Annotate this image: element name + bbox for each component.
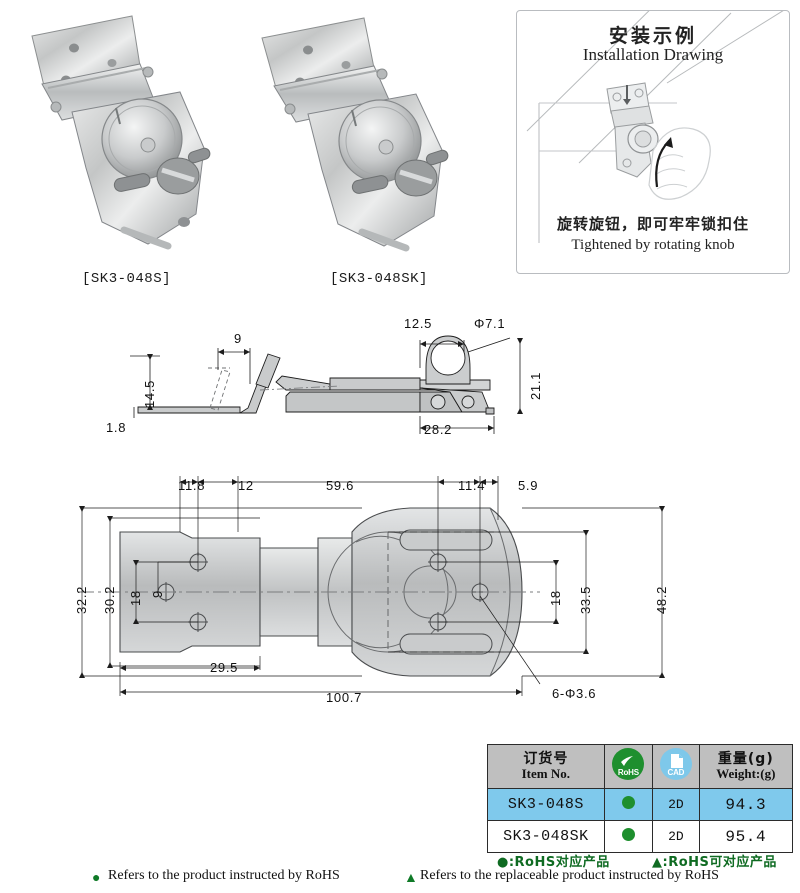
legend-en-triangle: Refers to the replaceable product instru…: [420, 868, 719, 883]
header-weight-cn: 重量(g): [717, 751, 774, 767]
dim-plan-30-2: 30.2: [102, 585, 117, 614]
cell-rohs: [603, 788, 654, 821]
dim-plan-12: 12: [238, 478, 254, 493]
specification-table: 订货号 Item No. RoHS CAD 重量(g) Weight:(g): [487, 744, 794, 853]
header-weight: 重量(g) Weight:(g): [698, 744, 794, 789]
product-photo-sk3-048sk: [252, 8, 452, 263]
header-item-no: 订货号 Item No.: [487, 744, 605, 789]
table-row[interactable]: SK3-048S 2D 94.3: [487, 788, 794, 821]
installation-caption-cn: 旋转旋钮，即可牢牢锁扣住: [556, 215, 749, 233]
dim-plan-29-5: 29.5: [210, 660, 239, 675]
cad-icon: CAD: [659, 748, 692, 780]
dim-side-14-5: 14.5: [142, 379, 157, 408]
dim-plan-18-left: 18: [128, 590, 143, 606]
cell-item-no: SK3-048SK: [487, 820, 605, 853]
cell-cad: 2D: [652, 820, 700, 853]
dim-side-phi-7-1: Φ7.1: [474, 316, 506, 331]
dim-side-21-1: 21.1: [528, 371, 543, 400]
legend-en-dot: Refers to the product instructed by RoHS: [108, 868, 340, 883]
cell-weight: 95.4: [698, 820, 794, 853]
cell-item-no: SK3-048S: [487, 788, 605, 821]
product-photo-sk3-048s: [28, 8, 218, 263]
rohs-dot-icon: [621, 827, 635, 841]
dim-side-12-5: 12.5: [404, 316, 433, 331]
dim-plan-11-8: 11.8: [178, 478, 206, 493]
legend-triangle-icon: ▲: [404, 869, 418, 885]
rohs-icon-label: RoHS: [617, 768, 639, 777]
dim-plan-100-7: 100.7: [326, 690, 363, 705]
installation-drawing-panel: 安装示例 Installation Drawing 旋转旋钮，即可牢牢锁扣住 T…: [516, 10, 790, 274]
installation-title-cn: 安装示例: [608, 25, 697, 47]
product-label-sk3-048s: [SK3-048S]: [82, 271, 172, 287]
dim-side-9: 9: [234, 331, 242, 346]
header-weight-en: Weight:(g): [716, 765, 776, 781]
dim-plan-11-4: 11.4: [458, 478, 486, 493]
side-view-drawing: [130, 335, 523, 434]
dim-plan-9: 9: [150, 590, 165, 598]
dim-plan-59-6: 59.6: [326, 478, 355, 493]
dim-side-28-2: 28.2: [424, 422, 453, 437]
cell-rohs: [603, 820, 654, 853]
rohs-dot-icon: [621, 795, 635, 809]
plan-view-drawing: [78, 476, 665, 696]
table-row[interactable]: SK3-048SK 2D 95.4: [487, 820, 794, 853]
dim-plan-18-right: 18: [548, 590, 563, 606]
cad-icon-label: CAD: [667, 768, 685, 777]
header-item-no-cn: 订货号: [523, 751, 569, 767]
header-rohs: RoHS: [603, 744, 654, 789]
installation-title-en: Installation Drawing: [582, 45, 724, 64]
cell-weight: 94.3: [698, 788, 794, 821]
dim-plan-5-9: 5.9: [518, 478, 539, 493]
header-cad: CAD: [652, 744, 700, 789]
installation-caption-en: Tightened by rotating knob: [571, 237, 735, 253]
dim-side-1-8: 1.8: [106, 420, 127, 435]
rohs-icon: RoHS: [612, 748, 645, 780]
legend-dot-icon: ●: [92, 869, 101, 885]
table-header-row: 订货号 Item No. RoHS CAD 重量(g) Weight:(g): [487, 744, 794, 789]
product-label-sk3-048sk: [SK3-048SK]: [330, 271, 428, 287]
dim-plan-48-2: 48.2: [654, 585, 669, 614]
legend-cn-triangle: ▲:RoHS可对应产品: [652, 855, 777, 870]
cell-cad: 2D: [652, 788, 700, 821]
legend-cn-dot: ●:RoHS对应产品: [497, 855, 610, 870]
dim-plan-6-phi-3-6: 6-Φ3.6: [552, 686, 597, 701]
dim-plan-32-2: 32.2: [74, 585, 89, 614]
header-item-no-en: Item No.: [521, 765, 571, 781]
dim-plan-33-5: 33.5: [578, 585, 593, 614]
